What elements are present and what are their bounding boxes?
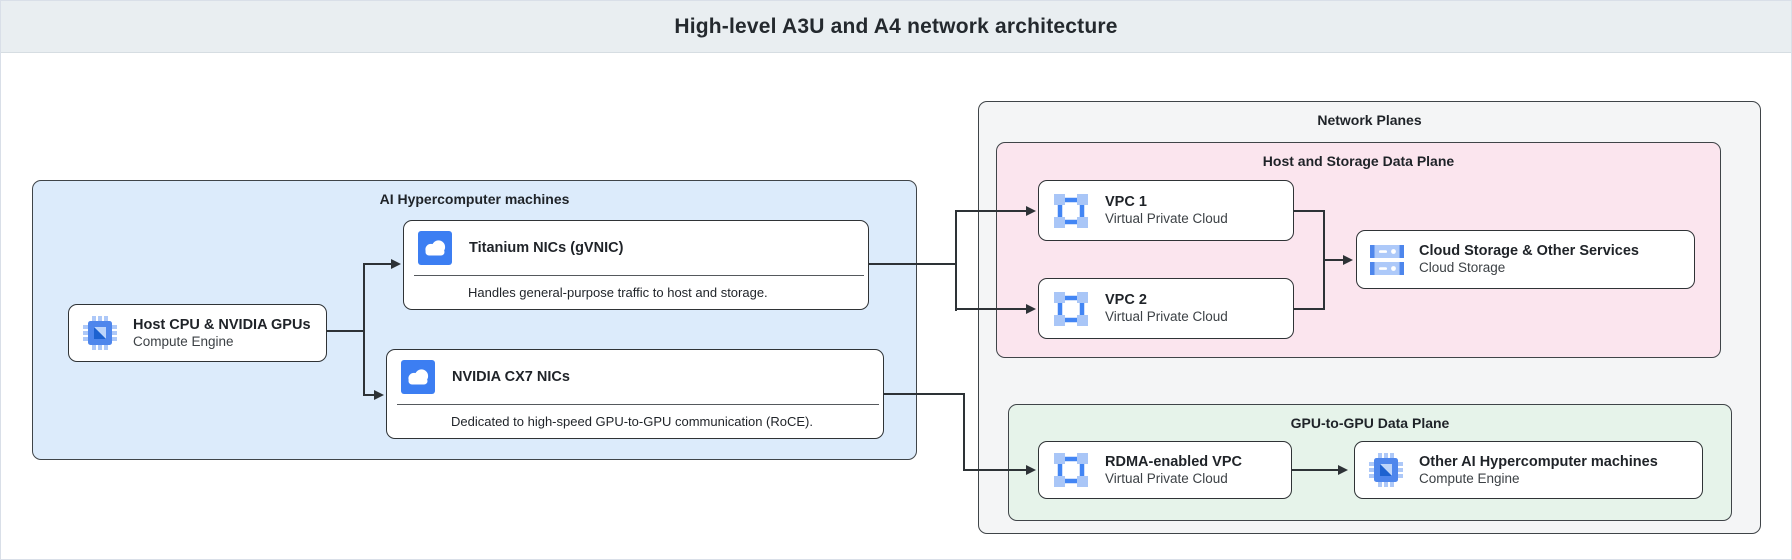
group-label: Host and Storage Data Plane: [1262, 153, 1455, 169]
arrowhead-icon: [1026, 304, 1036, 314]
node-title: NVIDIA CX7 NICs: [452, 369, 570, 385]
connector-rdma-out: [1292, 469, 1339, 471]
connector-host-split-v: [363, 263, 365, 396]
page-title: High-level A3U and A4 network architectu…: [674, 14, 1118, 38]
node-title: VPC 1: [1105, 194, 1147, 210]
arrowhead-icon: [1026, 206, 1036, 216]
node-subtitle: Virtual Private Cloud: [1105, 470, 1228, 486]
connector-to-storage: [1323, 259, 1344, 261]
connector-host-split-h: [327, 330, 365, 332]
node-title: Other AI Hypercomputer machines: [1419, 453, 1658, 470]
arrowhead-icon: [374, 390, 384, 400]
node-subtitle: Compute Engine: [133, 333, 234, 349]
vpc-icon: [1052, 451, 1090, 489]
node-subtitle: Compute Engine: [1419, 470, 1520, 486]
header-bar: High-level A3U and A4 network architectu…: [1, 1, 1791, 53]
connector-to-titanium: [363, 263, 391, 265]
node-nvidia-cx7-nics: NVIDIA CX7 NICs Dedicated to high-speed …: [386, 349, 884, 439]
node-titanium-nics: Titanium NICs (gVNIC) Handles general-pu…: [403, 220, 869, 310]
divider: [397, 404, 879, 405]
node-host-cpu: Host CPU & NVIDIA GPUs Compute Engine: [68, 304, 327, 362]
arrowhead-icon: [391, 259, 401, 269]
connector-vpc-bracket-v: [955, 210, 957, 311]
node-description: Dedicated to high-speed GPU-to-GPU commu…: [451, 414, 813, 429]
node-title: Host CPU & NVIDIA GPUs: [133, 316, 311, 333]
connector-titanium-out: [869, 263, 957, 265]
group-label: GPU-to-GPU Data Plane: [1290, 415, 1450, 431]
node-other-ai-machines: Other AI Hypercomputer machines Compute …: [1354, 441, 1703, 499]
connector-to-cx7: [363, 394, 375, 396]
node-subtitle: Cloud Storage: [1419, 260, 1506, 276]
arrowhead-icon: [1338, 465, 1348, 475]
group-label: Network Planes: [1317, 112, 1422, 128]
node-title: Titanium NICs (gVNIC): [469, 240, 624, 256]
connector-to-vpc1: [955, 210, 1027, 212]
compute-chip-icon: [82, 315, 118, 351]
cloud-icon: [400, 359, 436, 395]
node-subtitle: Virtual Private Cloud: [1105, 211, 1228, 227]
node-cloud-storage: Cloud Storage & Other Services Cloud Sto…: [1356, 230, 1695, 289]
node-title: Cloud Storage & Other Services: [1419, 243, 1639, 259]
connector-to-vpc2: [955, 308, 1027, 310]
connector-vpc1-out: [1294, 210, 1325, 212]
connector-cx7-out: [884, 393, 965, 395]
connector-vpc2-out: [1294, 308, 1325, 310]
vpc-icon: [1052, 290, 1090, 328]
node-title: RDMA-enabled VPC: [1105, 453, 1242, 470]
node-description: Handles general-purpose traffic to host …: [468, 285, 768, 300]
node-vpc-2: VPC 2 Virtual Private Cloud: [1038, 278, 1294, 339]
node-title: VPC 2: [1105, 292, 1147, 308]
storage-icon: [1370, 244, 1404, 275]
vpc-icon: [1052, 192, 1090, 230]
connector-cx7-down: [963, 393, 965, 471]
cloud-icon: [417, 230, 453, 266]
divider: [414, 275, 864, 276]
node-vpc-1: VPC 1 Virtual Private Cloud: [1038, 180, 1294, 241]
arrowhead-icon: [1026, 465, 1036, 475]
compute-chip-icon: [1368, 452, 1404, 488]
node-subtitle: Virtual Private Cloud: [1105, 309, 1228, 325]
arrowhead-icon: [1343, 255, 1353, 265]
connector-to-rdma: [963, 469, 1027, 471]
group-label: AI Hypercomputer machines: [379, 191, 570, 207]
node-rdma-vpc: RDMA-enabled VPC Virtual Private Cloud: [1038, 441, 1292, 499]
